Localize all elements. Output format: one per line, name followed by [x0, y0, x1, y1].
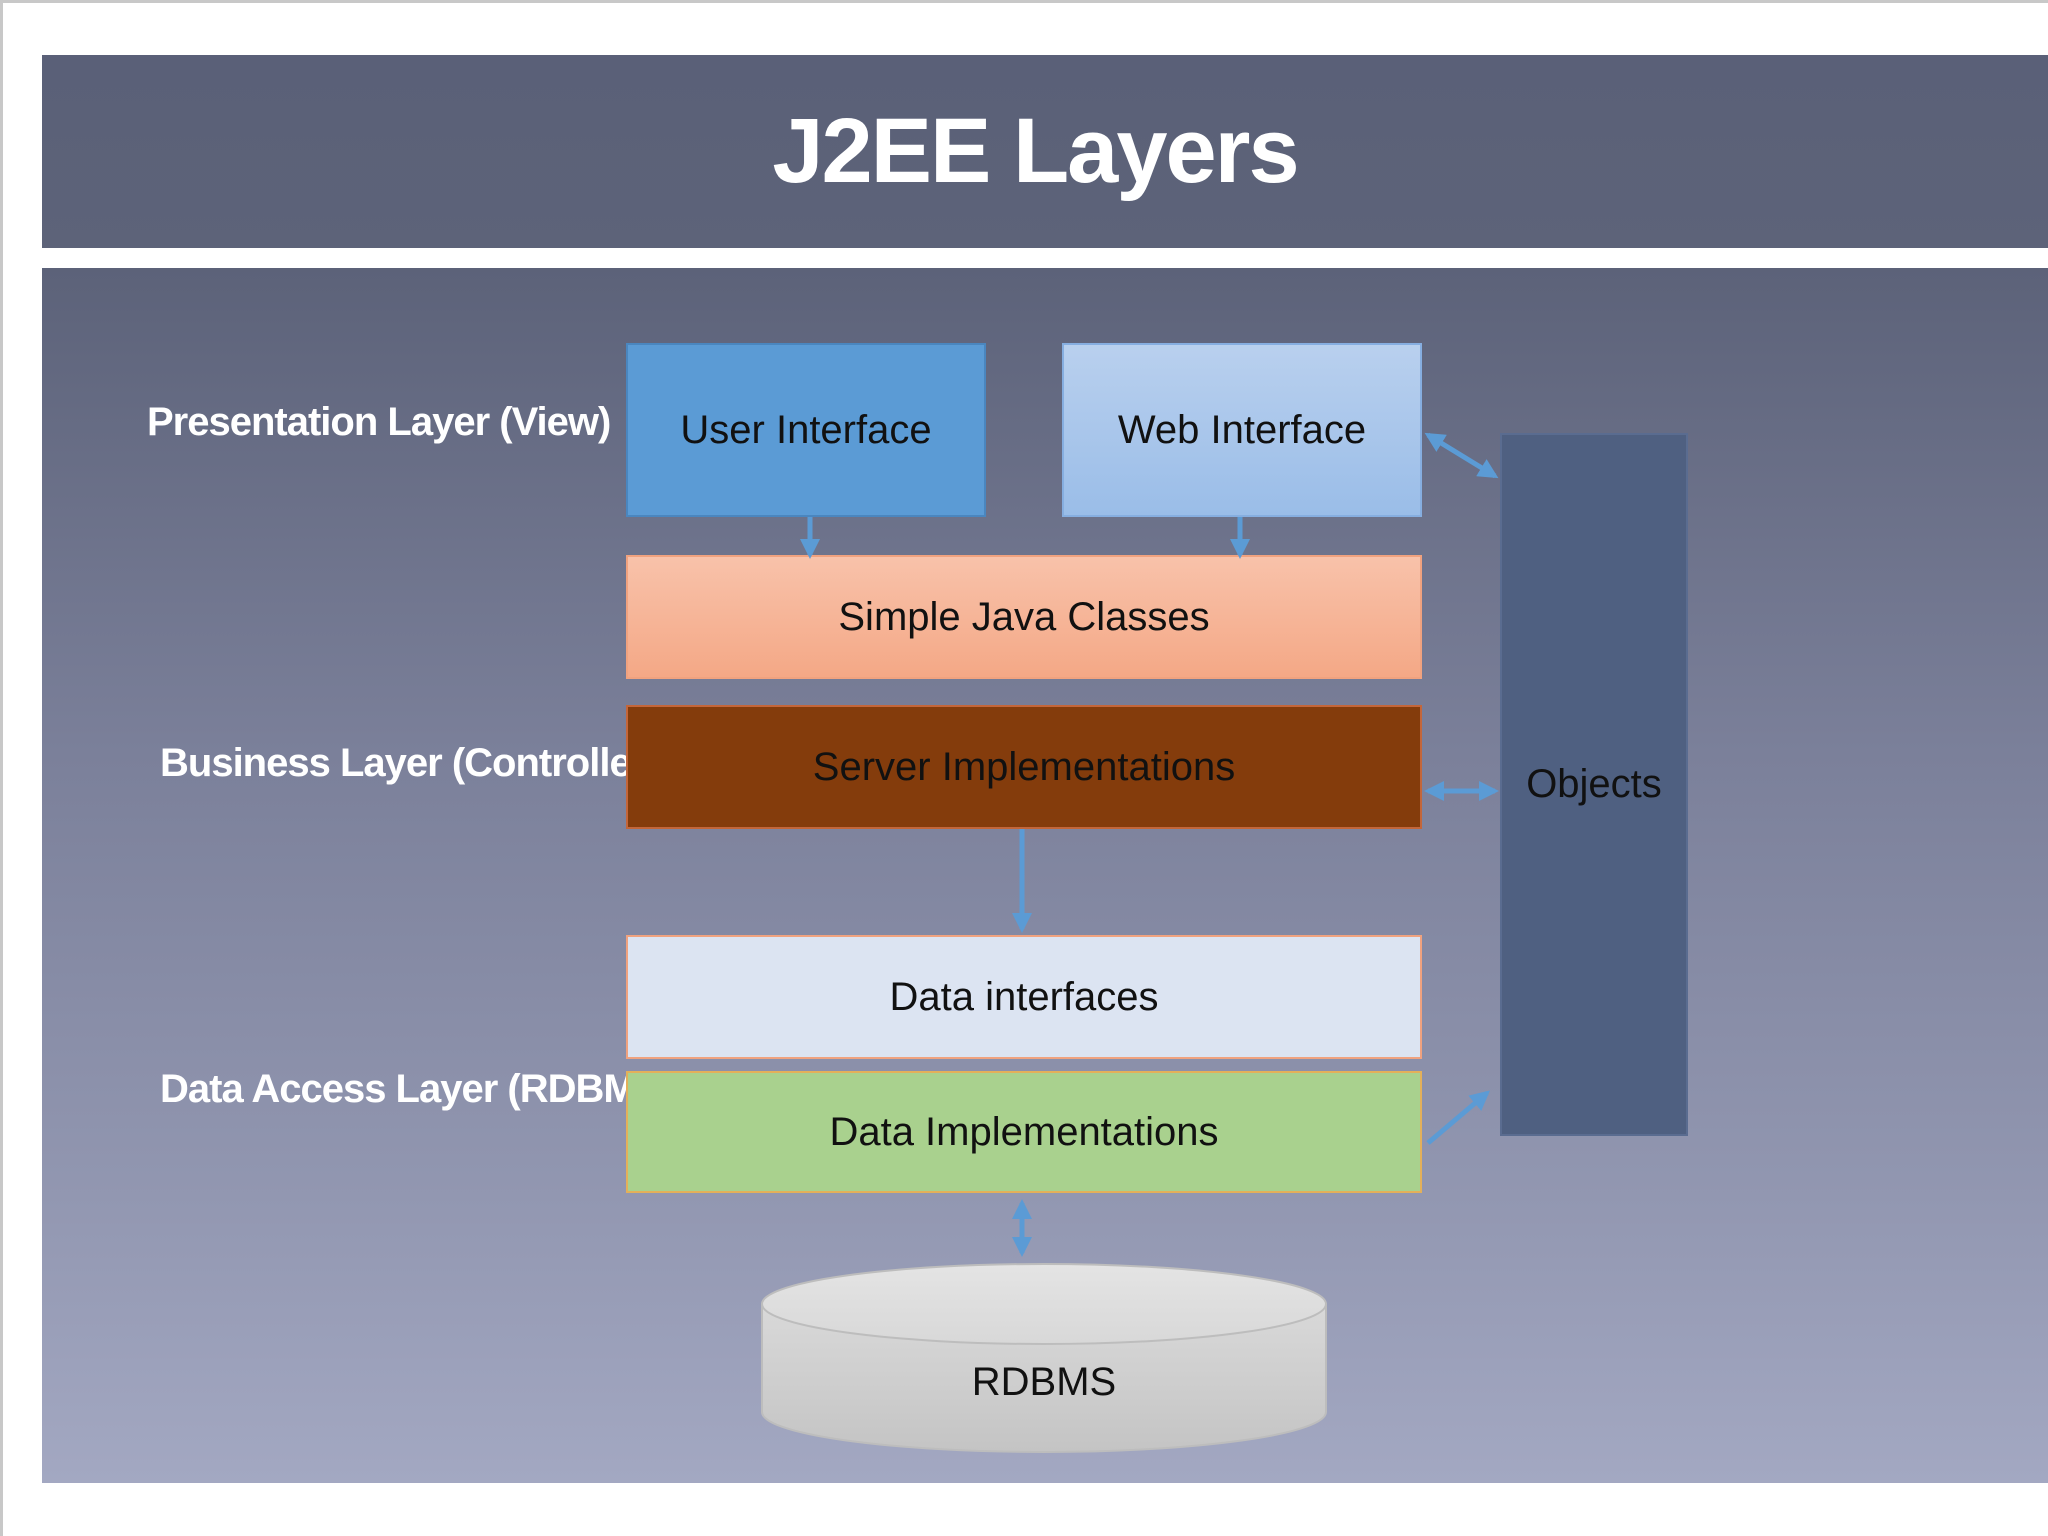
data-interfaces-label: Data interfaces [889, 974, 1159, 1019]
server-implementations-box: Server Implementations [626, 705, 1422, 829]
objects-label: Objects [1526, 762, 1662, 806]
rdbms-cylinder-body [761, 1303, 1327, 1453]
top-border [0, 0, 2048, 3]
slide-title: J2EE Layers [772, 100, 1299, 202]
user-interface-label: User Interface [680, 407, 932, 452]
data-access-layer-label: Data Access Layer (RDBMS) [160, 1067, 675, 1111]
web-interface-label: Web Interface [1117, 407, 1367, 452]
title-bar: J2EE Layers [42, 55, 2048, 248]
server-implementations-label: Server Implementations [812, 744, 1236, 789]
data-implementations-box: Data Implementations [626, 1071, 1422, 1193]
left-border [0, 0, 3, 1536]
business-layer-label: Business Layer (Controller) [160, 741, 659, 785]
rdbms-cylinder [761, 1263, 1327, 1453]
user-interface-box: User Interface [626, 343, 986, 517]
slide-title-container: J2EE Layers [42, 55, 2048, 248]
objects-box: Objects [1500, 433, 1688, 1136]
simple-java-classes-label: Simple Java Classes [838, 594, 1210, 639]
presentation-layer-label: Presentation Layer (View) [147, 400, 611, 444]
data-implementations-label: Data Implementations [829, 1109, 1219, 1154]
simple-java-classes-box: Simple Java Classes [626, 555, 1422, 679]
rdbms-label: RDBMS [971, 1360, 1117, 1404]
rdbms-cylinder-top [761, 1263, 1327, 1345]
web-interface-box: Web Interface [1062, 343, 1422, 517]
data-interfaces-box: Data interfaces [626, 935, 1422, 1059]
